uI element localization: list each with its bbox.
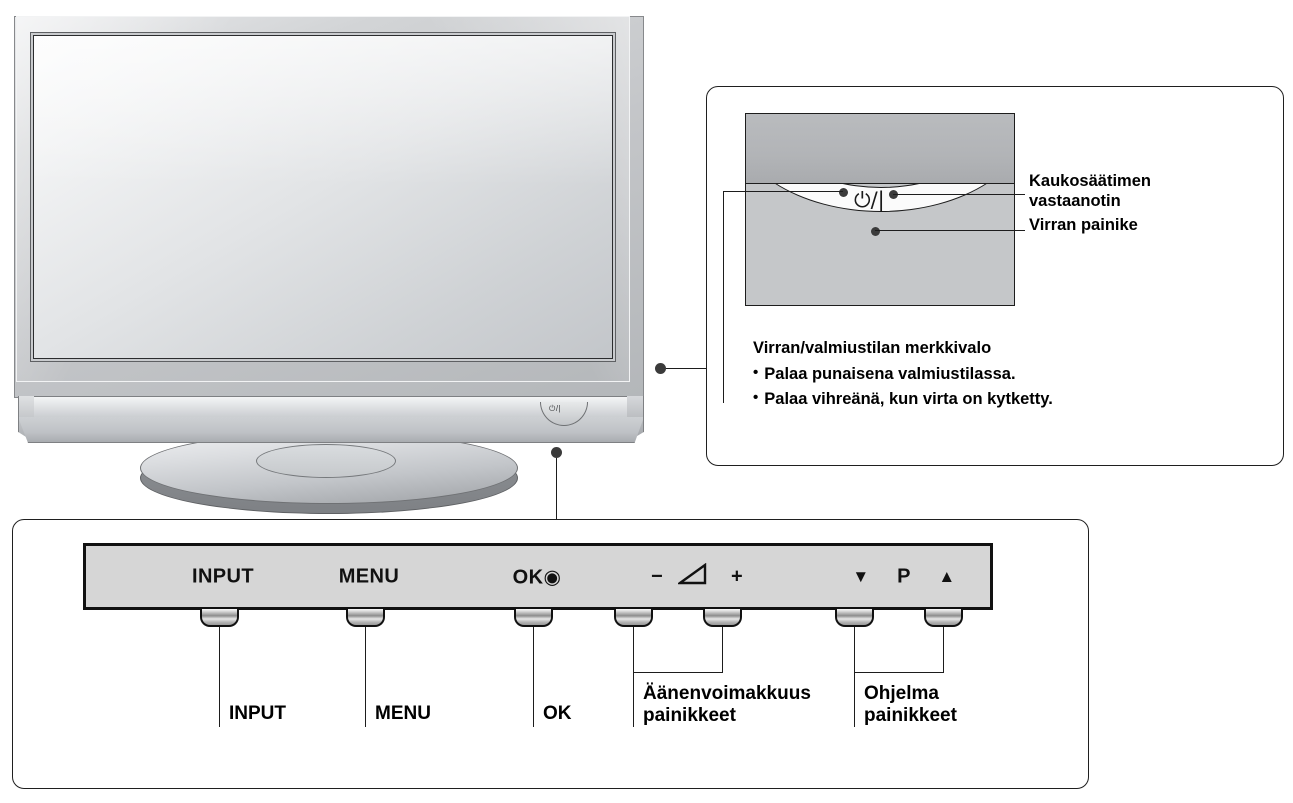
tv-lower-bezel-face xyxy=(18,417,644,443)
indicator-title: Virran/valmiustilan merkkivalo xyxy=(753,339,992,357)
detail-callout-box: ⏻/| Kaukosäätimen vastaanotin Virran pai… xyxy=(706,86,1284,466)
front-panel-detail-art: ⏻/| xyxy=(745,113,1015,306)
indicator-bullet-poweron: • Palaa vihreänä, kun virta on kytketty. xyxy=(753,390,1233,409)
indicator-bullet-standby-text: Palaa punaisena valmiustilassa. xyxy=(764,365,1016,383)
indicator-bullet-poweron-text: Palaa vihreänä, kun virta on kytketty. xyxy=(764,390,1053,408)
panel-button-program-up[interactable] xyxy=(924,609,963,627)
leader-line-remote-receiver xyxy=(893,194,1025,195)
tv-screen xyxy=(33,35,613,359)
control-label-ok-text: OK xyxy=(512,566,544,588)
power-symbol-small: ⏻/| xyxy=(549,404,562,413)
panel-button-input[interactable] xyxy=(200,609,239,627)
leader-line-indicator-vertical xyxy=(723,191,724,403)
indicator-bullet-standby: • Palaa punaisena valmiustilassa. xyxy=(753,365,1233,384)
leader-bracket-volume xyxy=(633,672,723,673)
power-indicator-description: Virran/valmiustilan merkkivalo • Palaa p… xyxy=(753,339,1233,415)
control-label-ok: OK◉ xyxy=(513,564,562,589)
leader-line-program-stem xyxy=(854,672,855,727)
leader-line-program-right xyxy=(943,627,944,672)
ok-dot-icon: ◉ xyxy=(543,564,562,588)
volume-minus-icon: − xyxy=(650,565,664,587)
program-down-icon: ▼ xyxy=(852,566,870,586)
program-letter: P xyxy=(897,565,911,587)
control-label-menu: MENU xyxy=(338,565,400,587)
leader-line-volume-left xyxy=(633,627,634,672)
leader-line-volume-stem xyxy=(633,672,634,727)
marker-dot-power-button xyxy=(871,227,880,236)
control-panel-box: INPUT MENU OK◉ − + ▼ P ▲ xyxy=(12,519,1089,789)
leader-line-ok xyxy=(533,627,534,727)
leg-label-program: Ohjelma painikkeet xyxy=(864,683,957,727)
panel-top-band xyxy=(746,114,1014,184)
program-up-icon: ▲ xyxy=(938,566,956,586)
volume-triangle-icon xyxy=(676,562,707,584)
tv-illustration: ⏻/| xyxy=(8,8,658,514)
bullet-icon: • xyxy=(753,364,759,381)
panel-button-program-down[interactable] xyxy=(835,609,874,627)
leader-line-menu xyxy=(365,627,366,727)
stand-base-ring xyxy=(256,444,396,478)
connector-dot-controlpanel xyxy=(551,447,562,458)
control-label-input: INPUT xyxy=(192,565,254,587)
leader-line-program-left xyxy=(854,627,855,672)
leg-label-input: INPUT xyxy=(229,703,286,724)
panel-button-menu[interactable] xyxy=(346,609,385,627)
callout-power-button-label: Virran painike xyxy=(1029,216,1138,234)
leader-line-volume-right xyxy=(722,627,723,672)
leg-label-volume: Äänenvoimakkuus painikkeet xyxy=(643,683,811,727)
leader-line-tv-to-panelbox xyxy=(556,458,557,519)
callout-remote-receiver-label: Kaukosäätimen vastaanotin xyxy=(1029,172,1151,211)
panel-button-ok[interactable] xyxy=(514,609,553,627)
volume-icon xyxy=(676,562,708,591)
leg-label-ok: OK xyxy=(543,703,572,724)
panel-button-volume-up[interactable] xyxy=(703,609,742,627)
leader-line-input xyxy=(219,627,220,727)
leader-line-tv-to-detailbox xyxy=(666,368,708,369)
panel-button-volume-down[interactable] xyxy=(614,609,653,627)
leader-line-power-button xyxy=(875,230,1025,231)
control-panel-bar: INPUT MENU OK◉ − + ▼ P ▲ xyxy=(83,543,993,610)
volume-plus-icon: + xyxy=(730,565,744,587)
marker-dot-indicator xyxy=(839,188,848,197)
connector-dot-receiver xyxy=(655,363,666,374)
bullet-icon: • xyxy=(753,389,759,406)
leg-label-menu: MENU xyxy=(375,703,431,724)
leader-line-indicator-horizontal xyxy=(723,191,843,192)
leader-bracket-program xyxy=(854,672,944,673)
power-symbol: ⏻/| xyxy=(854,188,885,212)
